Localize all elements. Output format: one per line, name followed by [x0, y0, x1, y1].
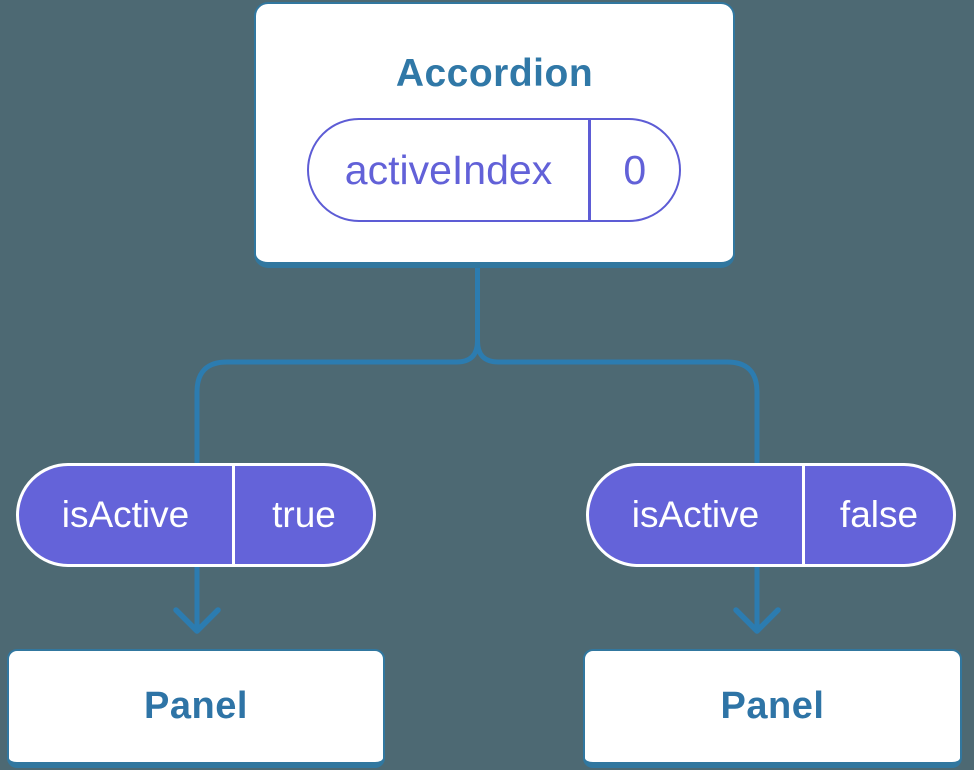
connector-right-branch — [475, 340, 760, 627]
down-arrow-right-icon — [733, 607, 781, 634]
accordion-component-box: Accordion activeIndex 0 — [254, 2, 735, 268]
panel-title: Panel — [720, 685, 825, 727]
panel-component-box-left: Panel — [7, 649, 385, 768]
state-pill-activeindex: activeIndex 0 — [307, 118, 681, 222]
prop-pill-divider — [232, 466, 235, 564]
accordion-title: Accordion — [395, 52, 594, 95]
panel-title: Panel — [144, 685, 248, 727]
down-arrow-left-icon — [173, 607, 221, 634]
prop-pill-name: isActive — [61, 494, 190, 535]
prop-pill-isactive-true: isActive true — [16, 463, 376, 567]
prop-pill-value: true — [272, 494, 336, 535]
connector-left-branch — [194, 265, 480, 627]
panel-component-box-right: Panel — [583, 649, 962, 768]
prop-pill-name: isActive — [631, 494, 760, 535]
prop-pill-isactive-false: isActive false — [586, 463, 956, 567]
state-pill-value: 0 — [623, 146, 647, 193]
state-pill-name: activeIndex — [344, 146, 553, 193]
prop-pill-value: false — [839, 494, 919, 535]
prop-pill-divider — [802, 466, 805, 564]
state-pill-divider — [588, 120, 591, 220]
